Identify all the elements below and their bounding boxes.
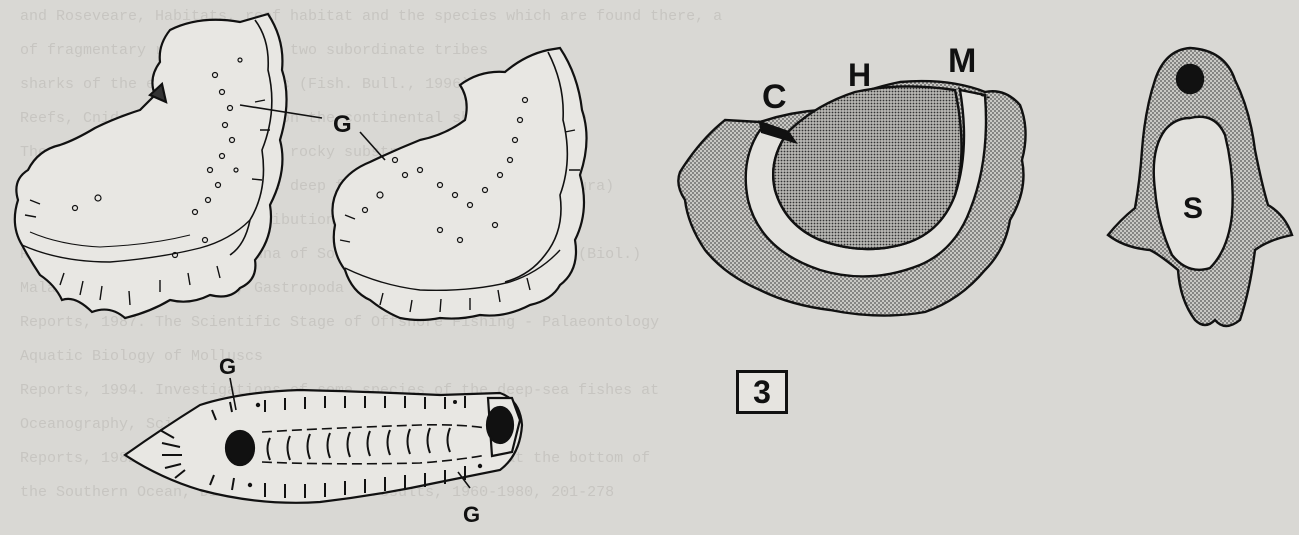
- label-h: H: [848, 57, 871, 93]
- label-m: M: [948, 42, 976, 80]
- cross-section-diagram: [678, 81, 1025, 315]
- figure-number-box: 3: [736, 370, 788, 414]
- label-c: C: [762, 78, 787, 116]
- label-g-body-bottom: G: [463, 502, 480, 527]
- elongated-body-drawing: [125, 390, 522, 503]
- profile-section-diagram: [1108, 48, 1292, 326]
- label-g-shell: G: [333, 111, 352, 138]
- label-g-body-top: G: [219, 354, 236, 379]
- label-s: S: [1183, 192, 1203, 225]
- shell-valve-left-drawing: [15, 14, 287, 318]
- shell-valve-right-drawing: [332, 48, 586, 320]
